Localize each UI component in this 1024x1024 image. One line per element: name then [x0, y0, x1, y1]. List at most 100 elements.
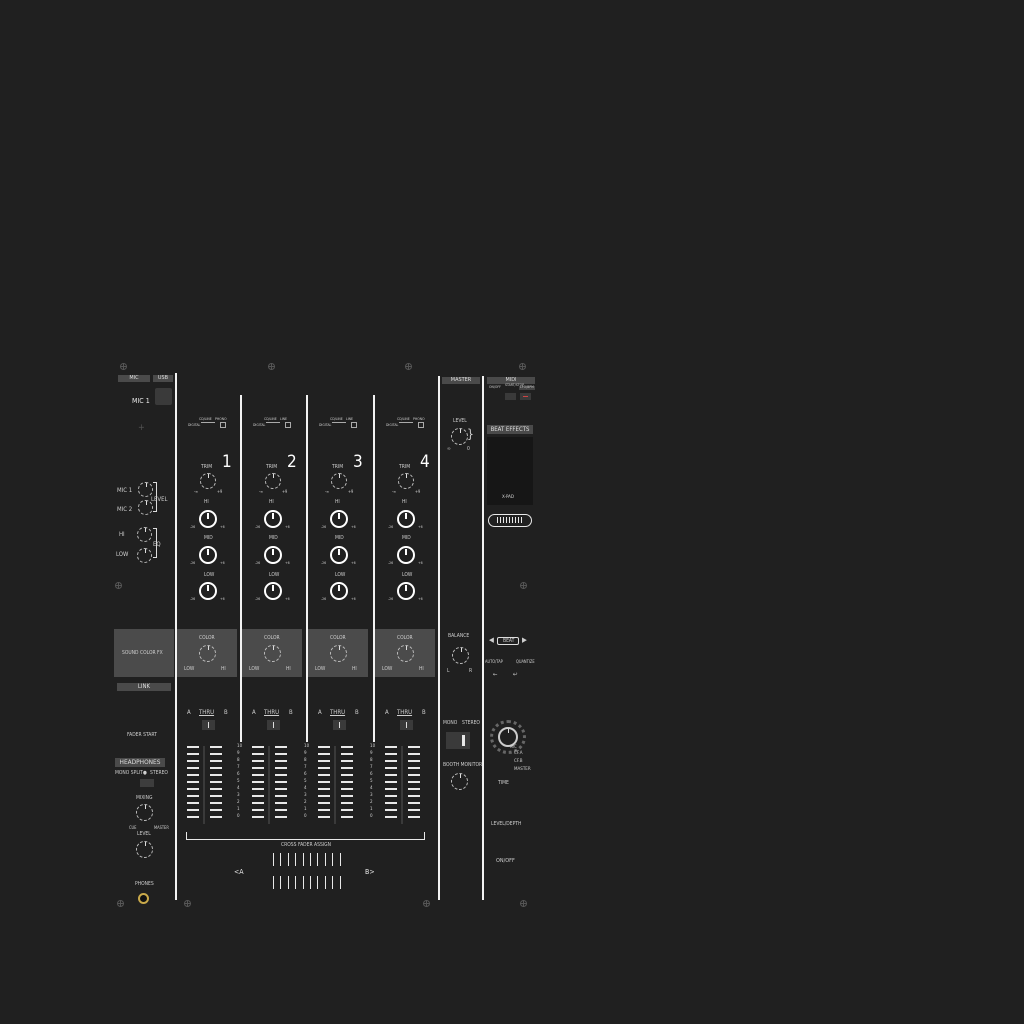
- meter-segment: [210, 746, 222, 748]
- source-selector[interactable]: [266, 422, 280, 429]
- screw-icon: [519, 363, 526, 370]
- channel-fader[interactable]: [401, 746, 403, 824]
- mic-low-knob[interactable]: [137, 548, 152, 563]
- meter-segment: [187, 767, 199, 769]
- beat-left-arrow-icon[interactable]: ◀: [489, 636, 494, 644]
- color-hi-label: HI: [352, 666, 357, 672]
- meter-scale-label: 5: [304, 779, 307, 784]
- eq-hi-knob[interactable]: [397, 510, 415, 528]
- color-knob[interactable]: [199, 645, 216, 662]
- phones-jack[interactable]: [138, 893, 149, 904]
- trim-min-label: -∞: [259, 489, 264, 494]
- channel-number: 3: [353, 452, 363, 472]
- meter-segment: [385, 767, 397, 769]
- meter-segment: [408, 816, 420, 818]
- trim-knob[interactable]: [265, 473, 281, 489]
- channel-fader[interactable]: [334, 746, 336, 824]
- channel-fader[interactable]: [203, 746, 205, 824]
- hp-level-knob[interactable]: [136, 841, 153, 858]
- trim-knob[interactable]: [331, 473, 347, 489]
- color-knob[interactable]: [397, 645, 414, 662]
- mic2-level-knob[interactable]: [138, 500, 153, 515]
- color-hi-label: HI: [419, 666, 424, 672]
- source-selector[interactable]: [201, 422, 215, 429]
- meter-scale-label: 3: [304, 793, 307, 798]
- level-depth-label: LEVEL/DEPTH: [491, 821, 522, 827]
- back-arrow-icon[interactable]: ←: [493, 671, 498, 678]
- link-button[interactable]: LINK: [117, 683, 171, 691]
- crossfader-tick: [324, 876, 326, 889]
- level-label: LEVEL: [151, 496, 168, 503]
- meter-segment: [210, 816, 222, 818]
- eq-mid-knob[interactable]: [199, 546, 217, 564]
- trim-knob[interactable]: [200, 473, 216, 489]
- trim-label: TRIM: [332, 464, 344, 470]
- meter-scale-label: 6: [370, 772, 373, 777]
- eq-low-knob[interactable]: [264, 582, 282, 600]
- meter-segment: [318, 781, 330, 783]
- x-pad-slider[interactable]: [488, 514, 532, 527]
- beat-right-arrow-icon[interactable]: ▶: [522, 636, 527, 644]
- eq-bracket: [153, 528, 157, 558]
- balance-knob[interactable]: [452, 647, 469, 664]
- source-selector[interactable]: [332, 422, 346, 429]
- color-hi-label: HI: [286, 666, 291, 672]
- eq-hi-knob[interactable]: [199, 510, 217, 528]
- mic-hi-knob[interactable]: [137, 527, 152, 542]
- eq-low-knob[interactable]: [199, 582, 217, 600]
- mic-tab[interactable]: MIC: [118, 375, 150, 382]
- meter-segment: [252, 760, 264, 762]
- color-knob[interactable]: [330, 645, 347, 662]
- eq-min-label: -26: [388, 525, 394, 529]
- slider-grip: [497, 517, 523, 523]
- eq-low-knob[interactable]: [397, 582, 415, 600]
- meter-segment: [252, 781, 264, 783]
- eq-max-label: +6: [351, 525, 356, 529]
- screw-icon: [184, 900, 191, 907]
- eq-mid-knob[interactable]: [330, 546, 348, 564]
- eq-mid-knob[interactable]: [264, 546, 282, 564]
- xf-assign-switch[interactable]: [202, 720, 215, 730]
- channel-fader[interactable]: [268, 746, 270, 824]
- start-stop-button[interactable]: [505, 393, 516, 400]
- master-level-knob[interactable]: [451, 428, 468, 445]
- plus-icon: +: [138, 423, 145, 433]
- master-level-label: LEVEL: [453, 418, 467, 424]
- xf-assign-switch[interactable]: [267, 720, 280, 730]
- xf-b-label: B: [422, 709, 426, 716]
- mic1-level-knob[interactable]: [138, 482, 153, 497]
- xf-b-label: B: [289, 709, 293, 716]
- eq-hi-knob[interactable]: [264, 510, 282, 528]
- meter-segment: [341, 753, 353, 755]
- color-knob[interactable]: [264, 645, 281, 662]
- mono-stereo-switch[interactable]: [446, 732, 470, 749]
- mixing-knob[interactable]: [136, 804, 153, 821]
- xf-assign-switch[interactable]: [333, 720, 346, 730]
- xf-b-label: B: [355, 709, 359, 716]
- mono-label: MONO: [443, 720, 458, 726]
- usb-port[interactable]: [155, 388, 172, 405]
- usb-tab[interactable]: USB: [153, 375, 173, 382]
- eq-mid-knob[interactable]: [397, 546, 415, 564]
- trim-knob[interactable]: [398, 473, 414, 489]
- return-icon[interactable]: ↩: [513, 671, 518, 678]
- meter-segment: [252, 816, 264, 818]
- mic1-label: MIC 1: [132, 397, 150, 405]
- booth-monitor-knob[interactable]: [451, 773, 468, 790]
- screw-icon: [268, 363, 275, 370]
- crossfader-tick: [295, 876, 297, 889]
- eq-hi-knob[interactable]: [330, 510, 348, 528]
- meter-segment: [318, 767, 330, 769]
- xf-assign-switch[interactable]: [400, 720, 413, 730]
- midi-tab: MIDI: [487, 377, 535, 384]
- sound-color-fx-panel[interactable]: SOUND COLOR FX: [114, 629, 174, 677]
- mono-split-switch[interactable]: [140, 779, 154, 787]
- crossfader-tick: [317, 876, 319, 889]
- source-selector[interactable]: [399, 422, 413, 429]
- eq-low-knob[interactable]: [330, 582, 348, 600]
- lfo-bpm-button[interactable]: [520, 393, 531, 400]
- crossfader-assign-bracket: [186, 832, 425, 840]
- meter-segment: [341, 795, 353, 797]
- meter-segment: [210, 802, 222, 804]
- x-pad[interactable]: X-PAD: [487, 437, 533, 505]
